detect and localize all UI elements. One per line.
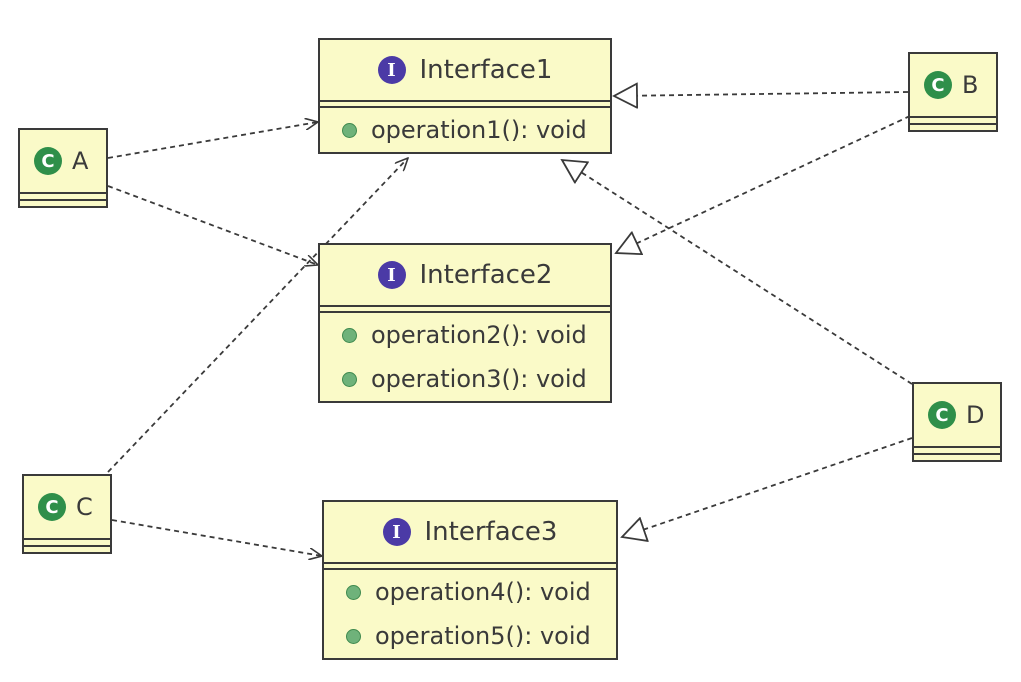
interface2-divider — [320, 305, 610, 313]
realization-b-interface1 — [614, 92, 909, 96]
class-icon: C — [34, 147, 62, 175]
interface2-operation3[interactable]: operation3(): void — [320, 357, 610, 401]
class-a-name: A — [72, 147, 89, 175]
class-a-header: C A — [20, 130, 106, 192]
interface3-operation5[interactable]: operation5(): void — [324, 614, 616, 658]
class-d-box[interactable]: C D — [912, 382, 1002, 462]
public-method-icon — [346, 628, 361, 644]
class-c-header: C C — [24, 476, 110, 538]
interface1-box[interactable]: I Interface1 operation1(): void — [318, 38, 612, 154]
interface1-name: Interface1 — [419, 55, 553, 85]
interface2-name: Interface2 — [419, 260, 553, 290]
interface3-box[interactable]: I Interface3 operation4(): void operatio… — [322, 500, 618, 660]
class-d-header: C D — [914, 384, 1000, 446]
class-c-box[interactable]: C C — [22, 474, 112, 554]
dependency-c-interface3 — [111, 519, 322, 556]
interface-icon: I — [377, 56, 406, 84]
class-a-box[interactable]: C A — [18, 128, 108, 208]
interface3-divider — [324, 562, 616, 570]
public-method-icon — [342, 122, 357, 138]
class-b-compartments — [910, 116, 996, 125]
class-a-compartments — [20, 192, 106, 201]
interface2-header: I Interface2 — [320, 245, 610, 305]
dependency-a-interface1 — [107, 122, 318, 159]
class-b-name: B — [962, 71, 979, 99]
realization-d-interface1 — [562, 160, 913, 385]
class-icon: C — [928, 401, 956, 429]
interface1-operation1[interactable]: operation1(): void — [320, 108, 610, 152]
operation-label: operation1(): void — [371, 116, 587, 144]
interface2-box[interactable]: I Interface2 operation2(): void operatio… — [318, 243, 612, 403]
interface-icon: I — [382, 518, 411, 546]
class-c-compartments — [24, 538, 110, 547]
class-c-name: C — [76, 493, 93, 521]
dependency-c-interface1 — [107, 158, 408, 473]
public-method-icon — [346, 584, 361, 600]
operation-label: operation4(): void — [375, 578, 591, 606]
dependency-a-interface2 — [107, 185, 318, 265]
interface-icon: I — [377, 261, 406, 289]
interface3-header: I Interface3 — [324, 502, 616, 562]
operation-label: operation2(): void — [371, 321, 587, 349]
operation-label: operation3(): void — [371, 365, 587, 393]
public-method-icon — [342, 371, 357, 387]
interface1-header: I Interface1 — [320, 40, 610, 100]
class-b-box[interactable]: C B — [908, 52, 998, 132]
class-d-name: D — [966, 401, 985, 429]
interface1-divider — [320, 100, 610, 108]
realization-d-interface3 — [622, 437, 913, 537]
class-icon: C — [38, 493, 66, 521]
interface3-operation4[interactable]: operation4(): void — [324, 570, 616, 614]
interface2-operation2[interactable]: operation2(): void — [320, 313, 610, 357]
class-b-header: C B — [910, 54, 996, 116]
public-method-icon — [342, 327, 357, 343]
operation-label: operation5(): void — [375, 622, 591, 650]
realization-b-interface2 — [616, 115, 911, 253]
class-d-compartments — [914, 446, 1000, 455]
interface3-name: Interface3 — [424, 517, 558, 547]
class-icon: C — [924, 71, 952, 99]
